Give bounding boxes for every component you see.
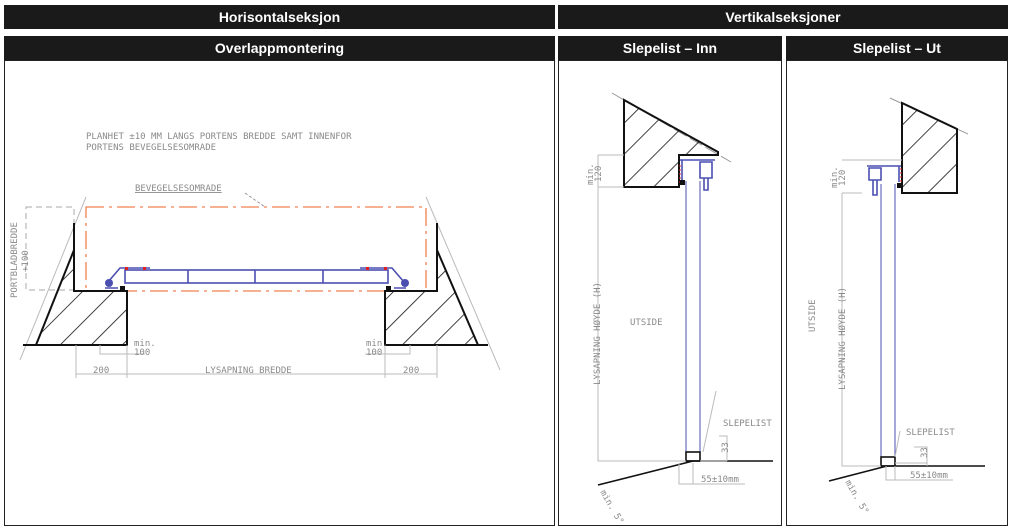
door-panel [105,267,409,291]
min-label: min. [830,166,840,188]
panel-seal-out [786,60,1008,526]
door-width-outline [25,206,75,291]
min-value: 120 [838,170,848,186]
header-horizontal-section: Horisontalseksjon [4,5,555,29]
door-width-plus-label: +100 [21,250,31,272]
slope-label: min. 5° [597,489,625,527]
panel-horizontal [4,60,555,526]
min-label: min. [586,163,596,185]
min-label-right: min. [366,339,388,349]
header-seal-in: Slepelist – Inn [558,36,782,60]
panel-seal-in [558,60,782,526]
seal-strip [880,456,896,467]
seal-label: SLEPELIST [723,419,772,429]
header-vertical-sections: Vertikalseksjoner [558,5,1008,29]
lintel-wall [623,98,719,188]
gap-label: 55±10mm [701,475,739,485]
outside-label: UTSIDE [808,299,818,332]
seal-in-drawing: min. 120 LYSAPNING HØYDE (H) UTSIDE SLEP… [586,92,773,527]
side-dim-left: 200 [93,366,109,376]
lintel-wall [901,101,958,194]
seal-height: 33 [721,442,731,453]
min-label-left: min. [134,339,156,349]
opening-width-label: LYSAPNING BREDDE [205,366,292,376]
opening-height-label: LYSAPNING HØYDE (H) [837,287,848,390]
seal-height: 33 [920,447,930,458]
flatness-note-line2: PORTENS BEVEGELSESOMRADE [86,143,216,153]
min-value-right: 100 [366,348,382,358]
left-wall [34,223,128,346]
door-width-label: PORTBLADBREDDE [10,222,20,298]
leader-line [244,192,266,208]
gap-label: 55±10mm [910,471,948,481]
right-wall-edge [425,196,501,371]
min-value-left: 100 [134,348,150,358]
flatness-note-line1: PLANHET ±10 MM LANGS PORTENS BREDDE SAMT… [86,132,352,142]
seal-strip [685,451,701,462]
side-dim-right: 200 [403,366,419,376]
movement-area-label: BEVEGELSESOMRADE [135,184,222,194]
seal-label: SLEPELIST [906,428,955,438]
opening-height-label: LYSAPNING HØYDE (H) [592,282,603,385]
header-seal-out: Slepelist – Ut [786,36,1008,60]
slope-label: min. 5° [842,479,870,517]
horizontal-section-drawing: PLANHET ±10 MM LANGS PORTENS BREDDE SAMT… [10,132,501,378]
header-overlap-mounting: Overlappmontering [4,36,555,60]
outside-label: UTSIDE [630,318,663,328]
min-value: 120 [594,166,604,182]
movement-area-outline [85,206,427,292]
seal-out-drawing: min. 120 LYSAPNING HØYDE (H) UTSIDE SLEP… [808,97,985,517]
right-wall [384,223,480,346]
